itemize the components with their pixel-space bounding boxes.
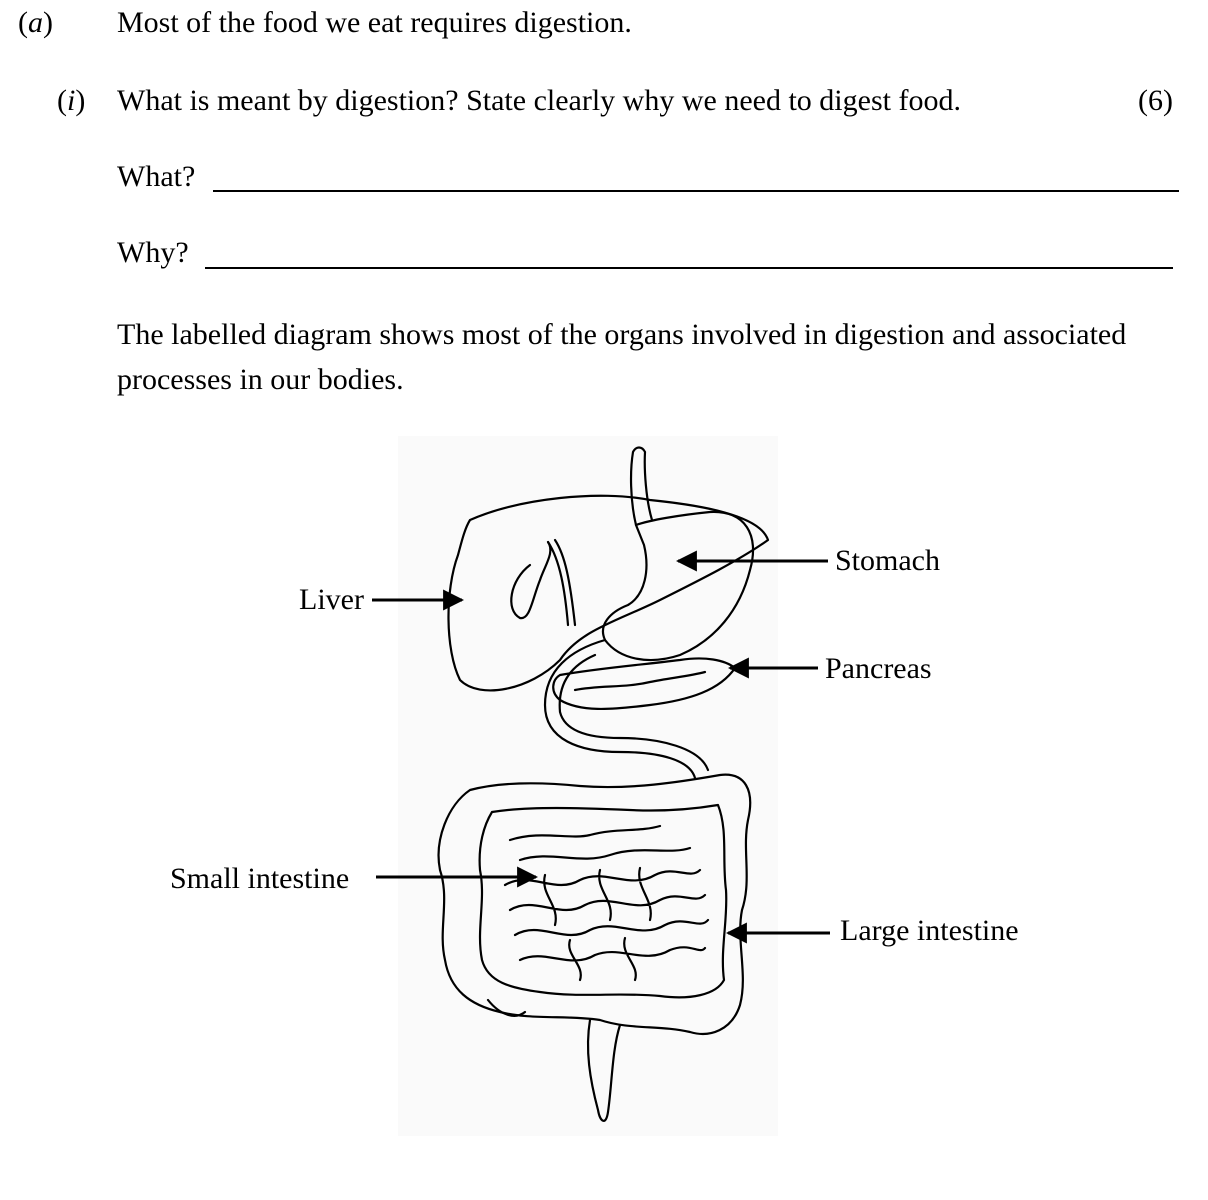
- stomach-label: Stomach: [835, 544, 940, 577]
- intro-paragraph: The labelled diagram shows most of the o…: [117, 318, 1127, 396]
- pancreas-label: Pancreas: [825, 652, 932, 685]
- what-label: What?: [117, 160, 196, 193]
- small-intestine-shape: [503, 824, 710, 982]
- digestive-system-diagram: Liver Stomach Pancreas Small intestine L…: [170, 436, 1019, 1136]
- part-i-open-paren: (: [57, 84, 67, 117]
- bile-duct-shape: [546, 538, 577, 627]
- stomach-shape: [602, 510, 755, 662]
- part-i-letter: i: [67, 84, 76, 117]
- rectum-shape: [586, 1018, 622, 1122]
- large-intestine-label: Large intestine: [840, 914, 1019, 947]
- why-answer-line[interactable]: [205, 267, 1173, 269]
- part-a-letter: a: [28, 6, 43, 39]
- part-a-label: (a): [18, 8, 53, 38]
- marks-label: (6): [1138, 84, 1173, 117]
- appendix-shape: [486, 998, 527, 1017]
- part-a-text: Most of the food we eat requires digesti…: [117, 6, 632, 39]
- what-answer-line[interactable]: [213, 190, 1179, 192]
- duodenum-shape: [543, 638, 710, 780]
- large-intestine-shape: [437, 773, 752, 1035]
- pancreas-duct-shape: [573, 670, 707, 692]
- part-i-close-paren: ): [75, 84, 86, 117]
- part-i-label: (i): [57, 86, 85, 116]
- part-a-open-paren: (: [18, 6, 28, 39]
- why-label: Why?: [117, 236, 189, 269]
- liver-label: Liver: [299, 583, 364, 616]
- part-a-close-paren: ): [43, 6, 53, 39]
- small-intestine-label: Small intestine: [170, 862, 349, 895]
- esophagus-shape: [629, 446, 654, 527]
- gallbladder-shape: [510, 540, 552, 620]
- part-i-question: What is meant by digestion? State clearl…: [117, 84, 961, 117]
